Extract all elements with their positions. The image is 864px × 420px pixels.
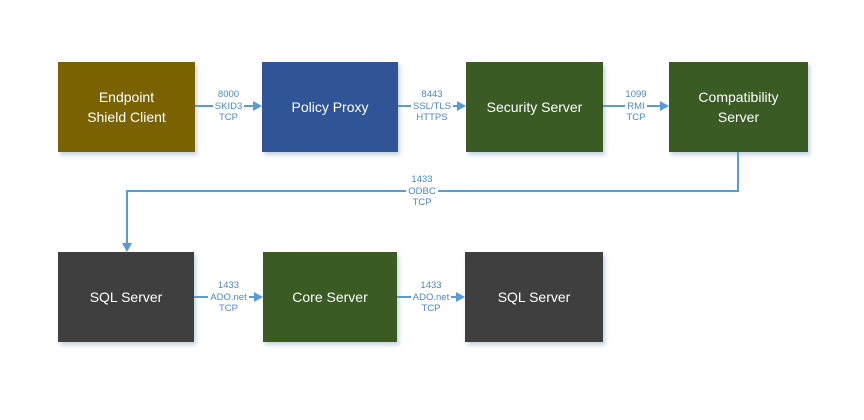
edge-protocol: SKID3 [212, 100, 245, 112]
arrowhead-down-icon [122, 243, 132, 252]
edge-transport: TCP [410, 197, 434, 209]
edge-label-core-to-sql2: 1433 ADO.net TCP [397, 280, 465, 315]
edge-transport: TCP [219, 112, 238, 123]
edge-transport: TCP [421, 303, 441, 314]
node-policy-proxy: Policy Proxy [262, 62, 398, 152]
node-security-server: Security Server [466, 62, 603, 152]
node-sql-server-2: SQL Server [465, 252, 603, 342]
edge-transport: TCP [219, 303, 238, 314]
edge-protocol: SSL/TLS [410, 100, 454, 112]
edge-transport: TCP [626, 112, 646, 123]
connector-compatibility-to-sql-descent [126, 190, 128, 243]
arrowhead-right-icon [660, 101, 669, 111]
edge-port: 8000 [217, 89, 240, 100]
node-sql-server-1: SQL Server [58, 252, 194, 342]
edge-transport: HTTPS [416, 112, 448, 123]
edge-protocol: ODBC [406, 185, 438, 197]
arrowhead-right-icon [254, 292, 263, 302]
edge-port: 1433 [217, 280, 240, 291]
edge-port: 8443 [421, 89, 443, 100]
arrowhead-right-icon [456, 292, 465, 302]
edge-protocol: RMI [625, 100, 647, 112]
node-core-server: Core Server [263, 252, 397, 342]
node-endpoint-shield-client: Endpoint Shield Client [58, 62, 195, 152]
connector-compatibility-to-sql-drop [737, 152, 739, 192]
edge-label-endpoint-to-proxy: 8000 SKID3 TCP [195, 89, 262, 124]
arrowhead-right-icon [253, 101, 262, 111]
edge-label-sql1-to-core: 1433 ADO.net TCP [194, 280, 263, 315]
edge-label-security-to-compatibility: 1099 RMI TCP [603, 89, 669, 124]
edge-label-compatibility-to-sql: 1433 ODBC TCP [388, 174, 456, 209]
edge-port: 1099 [625, 89, 647, 100]
edge-port: 1433 [409, 174, 435, 186]
node-compatibility-server: Compatibility Server [669, 62, 808, 152]
edge-port: 1433 [420, 280, 442, 291]
edge-protocol: ADO.net [410, 291, 452, 303]
arrowhead-right-icon [457, 101, 466, 111]
edge-label-proxy-to-security: 8443 SSL/TLS HTTPS [398, 89, 466, 124]
edge-protocol: ADO.net [208, 291, 249, 303]
